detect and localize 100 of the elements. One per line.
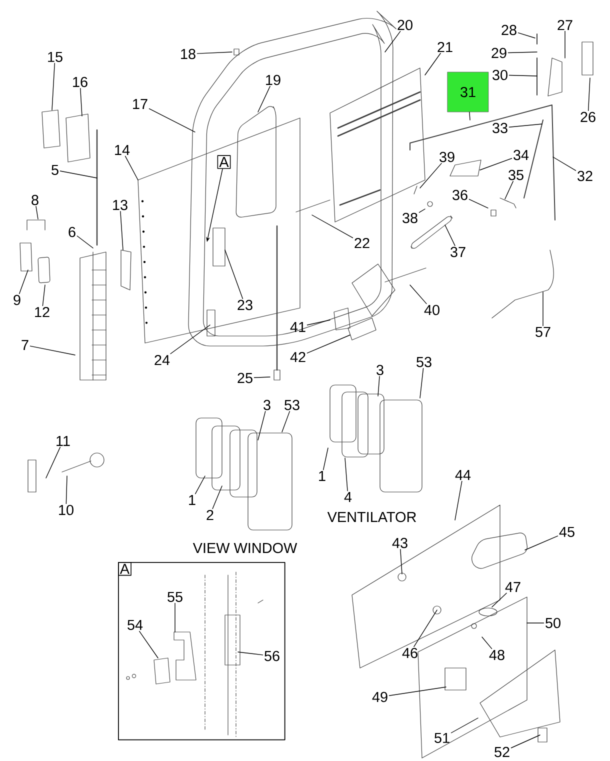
leader-line — [508, 52, 538, 54]
leader-line — [510, 734, 540, 748]
leader-line — [508, 124, 542, 128]
callout-number: 7 — [22, 340, 28, 350]
leader-line — [542, 292, 544, 326]
leader-line — [42, 284, 46, 306]
callout-number: 20 — [398, 20, 412, 30]
leader-line — [482, 636, 492, 650]
leader-line — [378, 376, 380, 396]
leader-line — [80, 88, 82, 116]
callout-number: 47 — [505, 582, 520, 592]
callout-number: 57 — [536, 326, 550, 338]
leader-line — [518, 32, 536, 38]
leader-line — [480, 158, 512, 170]
callout-number: 40 — [424, 304, 440, 316]
callout-number: 15 — [48, 52, 62, 62]
callout-number: 41 — [290, 322, 306, 332]
callout-number: 8 — [32, 194, 38, 206]
callout-number: 39 — [440, 152, 454, 162]
callout-number: 56 — [264, 650, 280, 662]
leader-line — [454, 480, 462, 520]
leader-line — [564, 30, 566, 58]
callout-number: 22 — [354, 238, 370, 248]
view-reference-box: A — [217, 155, 231, 169]
callout-number: 52 — [494, 746, 510, 758]
callout-number: 27 — [558, 20, 572, 30]
leader-line — [588, 78, 590, 112]
callout-number: 1 — [189, 495, 196, 505]
leader-line — [30, 346, 76, 356]
callout-number: 33 — [492, 122, 508, 134]
callout-number: 18 — [181, 48, 196, 60]
leader-line — [120, 210, 124, 250]
leader-line — [492, 592, 507, 608]
leader-line — [66, 476, 68, 504]
leader-line — [400, 548, 402, 574]
callout-number: 24 — [154, 354, 170, 366]
callout-number: 25 — [238, 372, 252, 384]
callout-number: 5 — [52, 164, 58, 176]
leader-line — [384, 30, 401, 52]
callout-number: 19 — [266, 74, 280, 86]
leader-line — [322, 448, 328, 470]
leader-line — [60, 170, 98, 178]
leader-line — [254, 376, 270, 378]
leader-line — [306, 320, 330, 326]
leader-line — [424, 52, 441, 76]
leader-line — [18, 270, 28, 294]
leader-line — [420, 162, 442, 188]
leader-line — [148, 108, 196, 132]
callout-number: 51 — [434, 732, 450, 744]
callout-number: 28 — [502, 24, 516, 36]
callout-number: 34 — [514, 150, 529, 160]
leader-line — [468, 198, 488, 208]
leader-line — [124, 156, 138, 180]
leader-line — [420, 368, 424, 398]
callout-number: 17 — [133, 99, 148, 109]
leader-line — [282, 410, 290, 432]
callout-number: 55 — [168, 592, 182, 602]
callout-number: 32 — [578, 170, 592, 182]
leader-line — [552, 156, 576, 171]
leader-line — [52, 62, 55, 110]
callout-number: 50 — [546, 618, 560, 628]
callout-number: 26 — [580, 112, 596, 122]
callout-number: 37 — [450, 246, 466, 258]
callout-number: 29 — [492, 48, 506, 58]
callout-number: 49 — [372, 692, 388, 702]
leader-line — [312, 214, 354, 238]
callout-number: 16 — [73, 76, 88, 88]
leader-line — [258, 86, 270, 112]
callout-number: 48 — [489, 650, 504, 660]
leader-line — [418, 208, 426, 213]
callout-number: 10 — [59, 504, 74, 516]
callout-number: 54 — [128, 620, 143, 630]
view-caption: VIEW WINDOW — [192, 542, 298, 554]
leader-line — [76, 236, 94, 248]
leader-line — [450, 718, 478, 734]
highlight-box: 31 — [447, 72, 489, 112]
leader-line — [410, 284, 427, 304]
leader-line — [238, 652, 264, 656]
leader-line — [195, 476, 206, 494]
callout-number: 14 — [115, 145, 130, 155]
leader-line — [388, 686, 446, 696]
callout-number: 45 — [559, 526, 574, 538]
leader-line — [258, 410, 266, 440]
callout-number: 3 — [264, 400, 270, 410]
leader-line — [524, 536, 558, 550]
callout-number: 53 — [416, 356, 432, 368]
callout-number: 11 — [56, 436, 70, 446]
callout-number: 35 — [508, 170, 524, 180]
leader-line — [36, 206, 38, 220]
leader-line — [46, 446, 61, 478]
leader-line — [174, 602, 176, 632]
leader-line — [414, 610, 438, 648]
leader-line — [170, 324, 210, 354]
callout-number: 36 — [452, 190, 468, 200]
leader-line — [224, 250, 244, 300]
leader-line — [469, 112, 470, 120]
callout-number: 3 — [376, 364, 384, 376]
callout-number: 38 — [402, 212, 418, 224]
callout-number: 21 — [438, 42, 452, 52]
callout-number: 44 — [455, 470, 471, 480]
